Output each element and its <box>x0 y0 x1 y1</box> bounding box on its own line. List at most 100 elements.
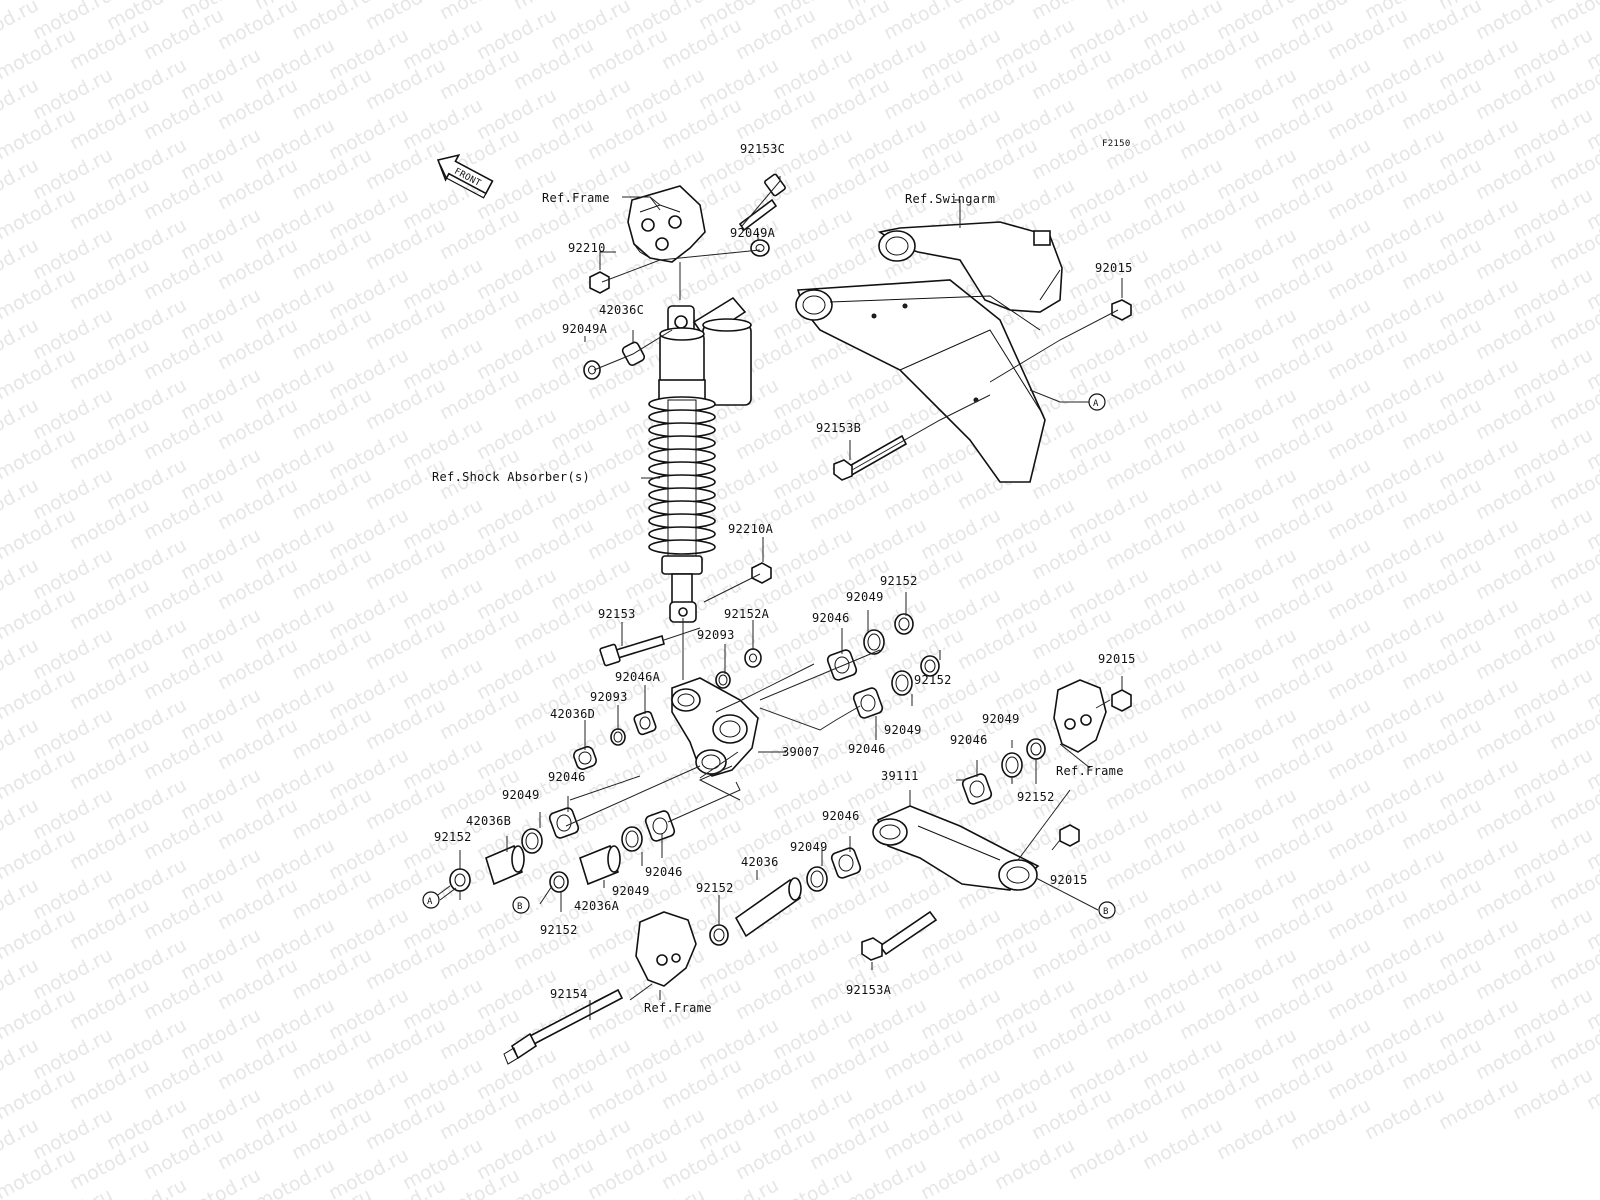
washer-92049A-top <box>750 239 770 257</box>
part-label-92093: 92093 <box>590 690 628 704</box>
bearing-92046-left <box>548 807 580 839</box>
seal-92049-c2 <box>621 826 643 852</box>
sleeve-42036 <box>734 877 802 938</box>
spring-coil <box>648 526 716 542</box>
washer-92152-left <box>449 868 471 892</box>
washer-92152-top <box>894 613 914 635</box>
svg-text:A: A <box>1093 399 1099 409</box>
part-label-42036D: 42036D <box>550 707 595 721</box>
swingarm <box>795 221 1063 483</box>
watermark-text: motod.ru <box>880 0 967 44</box>
spring-coil <box>648 487 716 503</box>
ring-92093-left <box>610 728 626 746</box>
svg-text:B: B <box>1103 907 1109 917</box>
part-label-92046: 92046 <box>848 742 886 756</box>
spring-coil <box>648 539 716 555</box>
seal-92049-right <box>1001 752 1023 778</box>
seal-92049-left <box>521 828 543 854</box>
part-label-92093: 92093 <box>697 628 735 642</box>
part-label-92049: 92049 <box>790 840 828 854</box>
spring-coil <box>648 474 716 490</box>
diagram-code: F2150 <box>1102 139 1131 149</box>
watermark-text: motod.ru <box>917 1144 1004 1200</box>
shock-absorber <box>648 296 752 623</box>
part-label-39111: 39111 <box>881 769 919 783</box>
bolt-92153C <box>738 173 786 232</box>
spring-coil <box>648 500 716 516</box>
right-frame-bracket <box>1053 679 1107 753</box>
part-label-92153C: 92153C <box>740 142 785 156</box>
sleeve-42036B <box>485 844 525 886</box>
marker-b-left: B <box>512 896 530 914</box>
marker-b-right: B <box>1098 901 1116 919</box>
part-label-92153: 92153 <box>598 607 636 621</box>
ref-frame-top-label: Ref.Frame <box>542 191 610 205</box>
spring-coil <box>648 409 716 425</box>
part-label-92152: 92152 <box>696 881 734 895</box>
nut-92015-right <box>1111 689 1132 712</box>
tie-rod-39111 <box>872 805 1040 891</box>
part-label-92152: 92152 <box>434 830 472 844</box>
seal-92049-top <box>863 629 885 655</box>
watermark-text: motod.ru <box>843 1154 930 1200</box>
shock-spring <box>648 396 716 557</box>
part-number-labels: 92153C 92049A 92210 42036C 92049A 92015 … <box>434 142 1136 1001</box>
part-label-39007: 39007 <box>782 745 820 759</box>
washer-92152-mid <box>920 655 940 677</box>
seal-92049-mid <box>891 670 913 696</box>
part-label-92210A: 92210A <box>728 522 774 536</box>
nut-92210A <box>751 562 772 584</box>
washer-92152-right <box>1026 738 1046 760</box>
spring-coil <box>648 461 716 477</box>
nut-92015-bottom <box>1059 824 1080 847</box>
part-label-92049A: 92049A <box>562 322 608 336</box>
leader-lines <box>430 176 1123 1020</box>
ref-frame-right-label: Ref.Frame <box>1056 764 1124 778</box>
bolt-92153 <box>599 634 665 667</box>
nut-92210 <box>589 271 610 294</box>
ring-92093-top <box>715 671 731 689</box>
upper-frame-bracket <box>627 185 706 263</box>
front-arrow-icon: FRONT <box>436 153 494 199</box>
shaft-92154 <box>503 988 624 1065</box>
collar-42036D <box>573 746 597 770</box>
part-label-92152: 92152 <box>880 574 918 588</box>
nut-92015-top <box>1111 299 1132 321</box>
part-label-92015: 92015 <box>1050 873 1088 887</box>
part-label-92210: 92210 <box>568 241 606 255</box>
part-label-92049: 92049 <box>884 723 922 737</box>
spring-coil <box>648 422 716 438</box>
part-label-92152: 92152 <box>914 673 952 687</box>
part-label-92049: 92049 <box>982 712 1020 726</box>
washer-92152-c3 <box>709 924 729 946</box>
marker-a-left: A <box>422 891 440 909</box>
spring-coil <box>648 448 716 464</box>
part-label-92154: 92154 <box>550 987 588 1001</box>
sleeve-42036A <box>579 844 621 886</box>
bottom-frame-bracket <box>635 911 697 987</box>
part-label-92049A: 92049A <box>730 226 776 240</box>
bearing-92046-c2 <box>644 810 676 842</box>
ref-swingarm-label: Ref.Swingarm <box>905 192 995 206</box>
part-label-92046: 92046 <box>645 865 683 879</box>
part-label-92152A: 92152A <box>724 607 770 621</box>
spring-coil <box>648 396 716 412</box>
bearing-92046A <box>633 710 657 736</box>
svg-text:A: A <box>427 897 433 907</box>
part-label-92015: 92015 <box>1098 652 1136 666</box>
marker-a-swingarm: A <box>1088 393 1106 411</box>
washer-92152-b <box>549 871 569 893</box>
ref-frame-bottom-label: Ref.Frame <box>644 1001 712 1015</box>
watermark-text: motod.ru <box>1472 0 1559 44</box>
spring-coil <box>648 435 716 451</box>
part-label-42036: 42036 <box>741 855 779 869</box>
part-label-92046: 92046 <box>950 733 988 747</box>
watermark-text: motod.ru <box>251 1154 338 1200</box>
part-label-92015: 92015 <box>1095 261 1133 275</box>
part-label-42036C: 42036C <box>599 303 644 317</box>
part-label-92046: 92046 <box>822 809 860 823</box>
part-label-92152: 92152 <box>1017 790 1055 804</box>
part-label-92049: 92049 <box>612 884 650 898</box>
